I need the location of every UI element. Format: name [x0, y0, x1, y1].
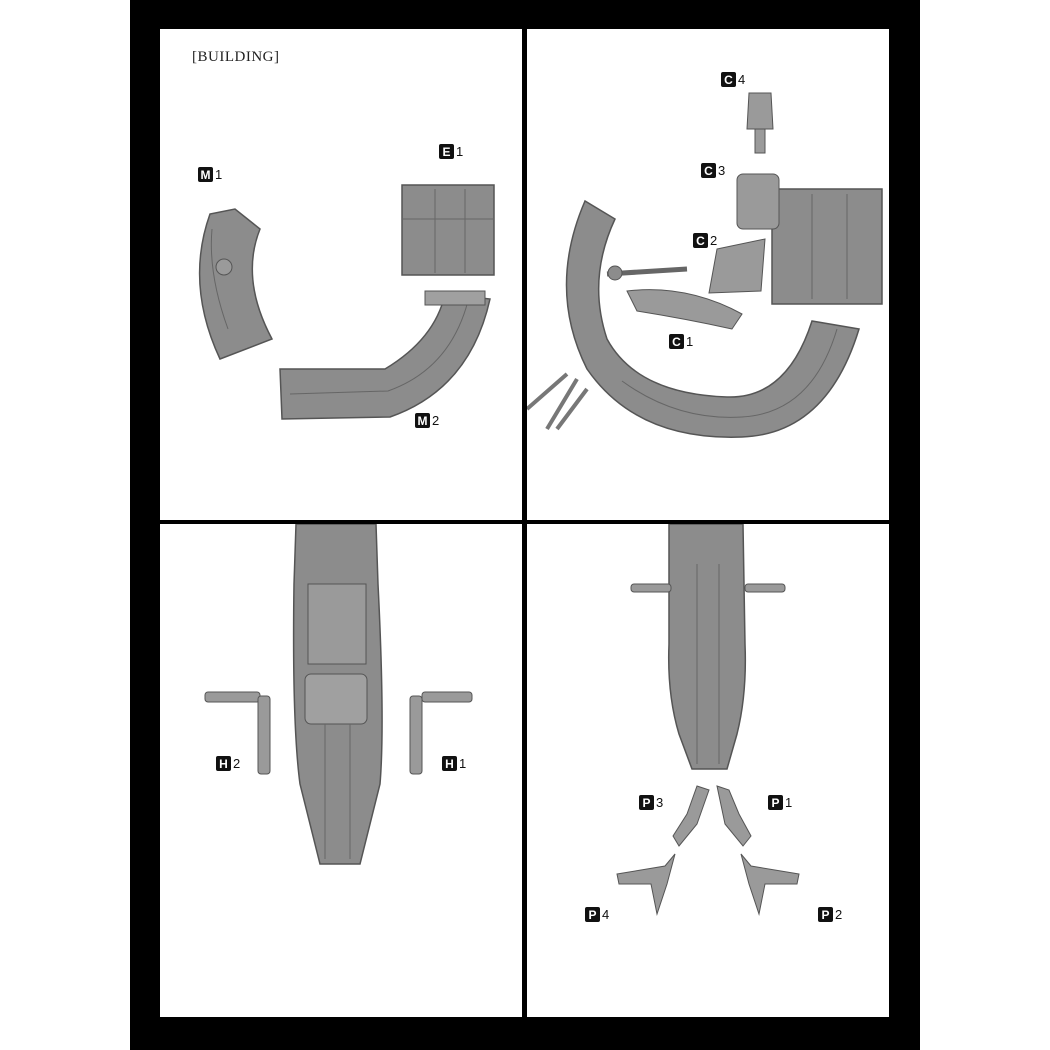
assembly-body-bottom: [667, 524, 747, 770]
part-c3-shape: [736, 173, 780, 230]
illustration-h: [204, 524, 473, 865]
part-p4-shape: [616, 853, 676, 916]
illustration-m-e: [198, 184, 495, 420]
part-m2-shape: [279, 293, 491, 420]
part-c1-shape: [626, 289, 743, 330]
part-p3-shape: [672, 785, 710, 847]
part-e1-shape: [401, 184, 495, 276]
part-c4-shape: [746, 92, 774, 130]
assembly-block: [771, 188, 883, 305]
illustration-p: [616, 524, 800, 916]
illustration-c: [527, 92, 883, 438]
part-m1-joint: [215, 258, 233, 276]
part-h2-shape: [204, 691, 261, 703]
part-p1-shape: [716, 785, 752, 847]
part-c2-shape: [708, 238, 766, 294]
part-m1-shape: [198, 208, 274, 360]
assembly-arc: [565, 199, 860, 438]
part-p2-shape: [740, 853, 800, 916]
part-h1-shape: [421, 691, 473, 703]
section-heading: [BUILDING]: [192, 49, 280, 65]
